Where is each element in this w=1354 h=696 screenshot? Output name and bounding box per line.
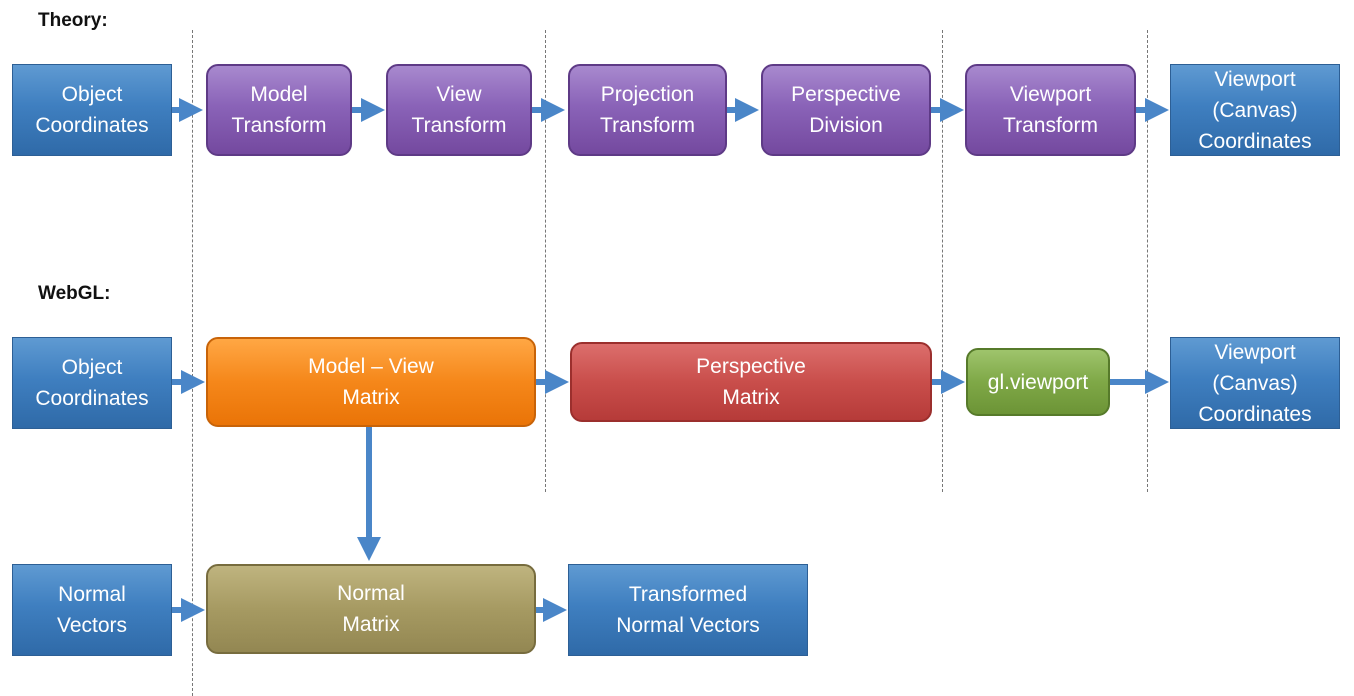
- webgl-title: WebGL:: [38, 283, 111, 304]
- separator-4: [1147, 30, 1148, 492]
- projection-transform-box: Projection Transform: [568, 64, 727, 156]
- normal-matrix-box: Normal Matrix: [206, 564, 536, 654]
- separator-1: [192, 30, 193, 696]
- transformed-normal-vectors-box: Transformed Normal Vectors: [568, 564, 808, 656]
- webgl-object-coordinates: Object Coordinates: [12, 337, 172, 429]
- perspective-division-box: Perspective Division: [761, 64, 931, 156]
- model-transform-box: Model Transform: [206, 64, 352, 156]
- separator-2: [545, 30, 546, 492]
- separator-3: [942, 30, 943, 492]
- theory-object-coordinates: Object Coordinates: [12, 64, 172, 156]
- webgl-viewport-coordinates: Viewport (Canvas) Coordinates: [1170, 337, 1340, 429]
- normal-vectors-box: Normal Vectors: [12, 564, 172, 656]
- view-transform-box: View Transform: [386, 64, 532, 156]
- gl-viewport-box: gl.viewport: [966, 348, 1110, 416]
- perspective-matrix-box: Perspective Matrix: [570, 342, 932, 422]
- viewport-transform-box: Viewport Transform: [965, 64, 1136, 156]
- theory-title: Theory:: [38, 10, 108, 31]
- model-view-matrix-box: Model – View Matrix: [206, 337, 536, 427]
- theory-viewport-coordinates: Viewport (Canvas) Coordinates: [1170, 64, 1340, 156]
